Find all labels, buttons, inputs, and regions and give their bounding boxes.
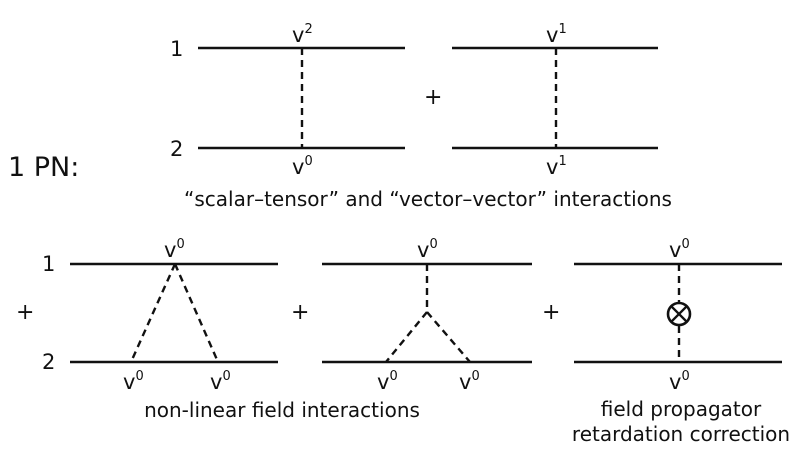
plus-sign: + [424,85,442,110]
vertex-label-bottom: v1 [546,154,567,179]
vertex-label-bottom-left: v0 [377,369,398,394]
vertex-label-top: v0 [417,237,438,262]
particle-label-1: 1 [170,37,183,61]
vertex-label-bottom-right: v0 [459,369,480,394]
caption-top: “scalar–tensor” and “vector–vector” inte… [184,187,672,211]
plus-sign: + [16,300,34,325]
diagram-retardation: v0 v0 [574,237,782,394]
vertex-label-bottom: v0 [292,154,313,179]
diagram-nonlinear-v: 1 2 + v0 v0 v0 [16,237,278,394]
propagator-line-right [426,311,471,363]
diagram-vector-vector: v1 v1 [452,22,658,179]
propagator-line-left [129,263,177,363]
propagator-line-left [385,311,428,363]
vertex-label-top: v0 [164,237,185,262]
caption-nonlinear: non-linear field interactions [144,398,420,422]
plus-sign: + [542,300,560,325]
diagram-nonlinear-y: v0 v0 v0 [322,237,532,394]
particle-label-1: 1 [42,252,55,276]
vertex-label-top: v0 [669,237,690,262]
plus-sign: + [291,300,309,325]
particle-label-2: 2 [42,350,55,374]
vertex-label-top: v1 [546,22,567,47]
particle-label-2: 2 [170,137,183,161]
diagram-scalar-tensor: 1 2 v2 v0 [170,22,405,179]
order-heading: 1 PN: [8,152,79,183]
propagator-line-right [173,263,220,363]
circled-times-icon [666,301,692,327]
caption-retardation-line1: field propagator [601,397,762,421]
caption-retardation-line2: retardation correction [572,422,790,446]
vertex-label-bottom-left: v0 [123,369,144,394]
vertex-label-top: v2 [292,22,313,47]
vertex-label-bottom: v0 [669,369,690,394]
vertex-label-bottom-right: v0 [210,369,231,394]
